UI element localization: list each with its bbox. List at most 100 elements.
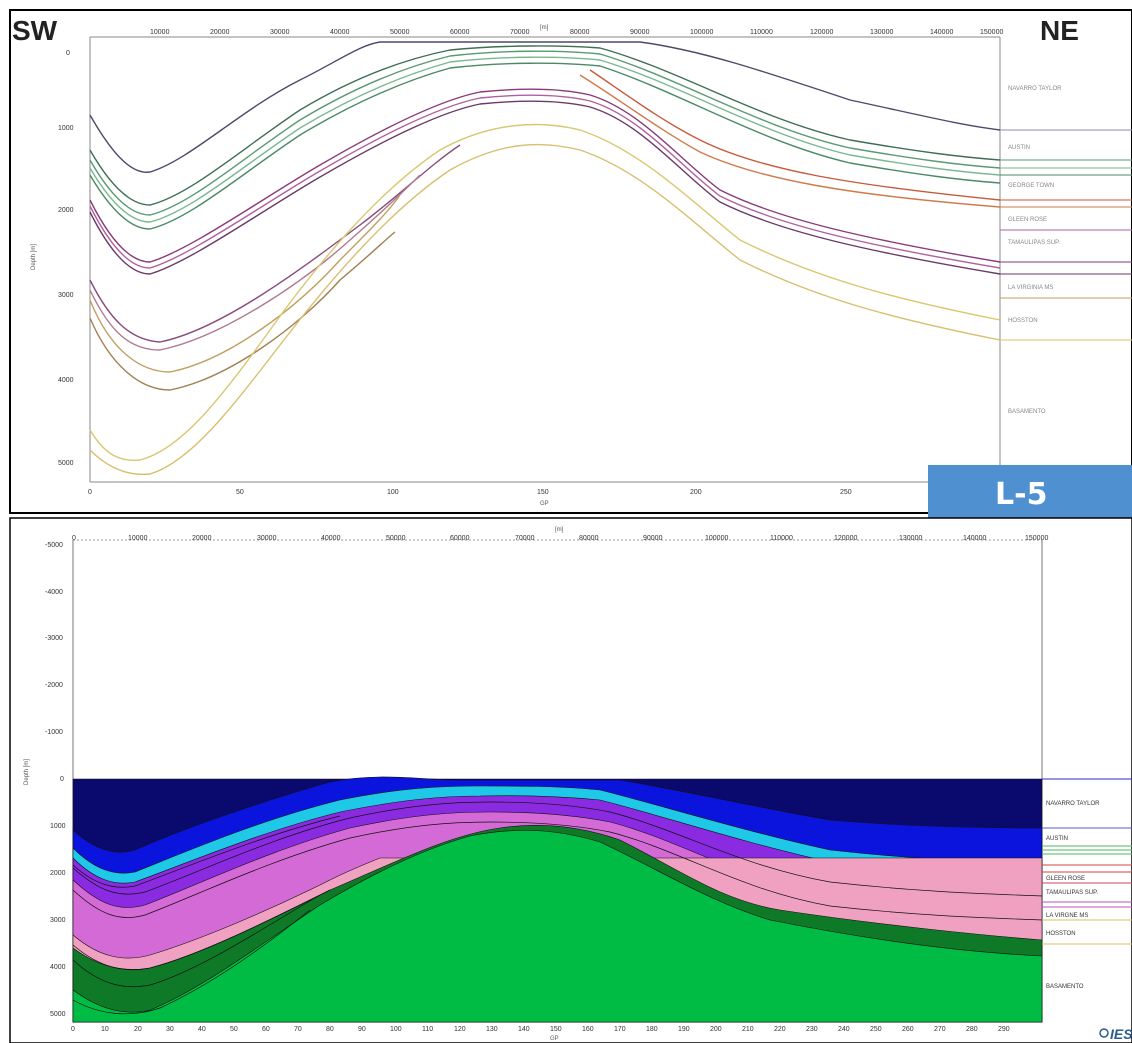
horizon-line <box>72 801 1043 897</box>
tick-label: 100 <box>390 1026 402 1033</box>
tick-label: 210 <box>742 1026 754 1033</box>
tick-label: 150000 <box>1025 535 1048 542</box>
tick-label: 90000 <box>630 29 650 36</box>
bottom-x-ticks-bottom: 0 10 20 30 40 50 60 70 80 90 100 110 120… <box>71 1026 1010 1033</box>
bottom-horizons <box>72 801 1043 1015</box>
tick-label: 10 <box>101 1026 109 1033</box>
bottom-cross-section: [m] Depth [m] GP -5000 <box>9 517 1132 1043</box>
formation-label: HOSSTON <box>1046 931 1076 937</box>
horizon-line <box>89 123 1001 462</box>
top-panel-frame <box>9 9 1132 514</box>
tick-label: 3000 <box>50 917 66 924</box>
bottom-x-unit: [m] <box>555 527 564 533</box>
tick-label: 2000 <box>50 870 66 877</box>
tick-label: 10000 <box>128 535 148 542</box>
tick-label: 270 <box>934 1026 946 1033</box>
bottom-x-axis-label: GP <box>550 1036 559 1042</box>
tick-label: 220 <box>774 1026 786 1033</box>
tick-label: 1000 <box>50 823 66 830</box>
tick-label: 240 <box>838 1026 850 1033</box>
formation-label: LA VIRGNE MS <box>1046 913 1088 919</box>
tick-label: 0 <box>71 1026 75 1033</box>
tick-label: -2000 <box>45 682 63 689</box>
horizon-line <box>89 56 1001 223</box>
top-y-axis-label: Depth [m] <box>31 244 37 270</box>
tick-label: 140 <box>518 1026 530 1033</box>
formation-label: GLEEN ROSE <box>1008 217 1047 223</box>
horizon-line <box>89 174 421 351</box>
tick-label: 60000 <box>450 535 470 542</box>
horizon-line <box>89 41 1001 173</box>
tick-label: 50 <box>236 489 244 496</box>
tick-label: -3000 <box>45 635 63 642</box>
bottom-formation-column: NAVARRO TAYLOR AUSTIN GLEEN ROSE TAMAULI… <box>1042 778 1132 990</box>
horizon-line <box>72 909 311 1015</box>
tick-label: 100 <box>387 489 399 496</box>
watermark-text: IES <box>1110 1026 1132 1042</box>
tick-label: 0 <box>88 489 92 496</box>
horizon-line <box>72 815 341 888</box>
formation-label: TAMAULIPAS SUP. <box>1008 240 1060 246</box>
horizon-line <box>89 45 1001 206</box>
tick-label: 20 <box>134 1026 142 1033</box>
horizon-line <box>89 62 1001 230</box>
formation-label: TAMAULIPAS SUP. <box>1046 890 1098 896</box>
formation-label: BASAMENTO <box>1008 409 1046 415</box>
tick-label: 230 <box>806 1026 818 1033</box>
tick-label: 30000 <box>270 29 290 36</box>
tick-label: -1000 <box>45 729 63 736</box>
tick-label: 180 <box>646 1026 658 1033</box>
formation-label: GEORGE TOWN <box>1008 183 1054 189</box>
tick-label: -4000 <box>45 589 63 596</box>
formation-label: AUSTIN <box>1008 145 1030 151</box>
tick-label: 200 <box>690 489 702 496</box>
tick-label: 1000 <box>58 125 74 132</box>
formation-label: NAVARRO TAYLOR <box>1008 86 1062 92</box>
tick-label: 260 <box>902 1026 914 1033</box>
tick-label: 40000 <box>330 29 350 36</box>
top-formation-column: NAVARRO TAYLOR AUSTIN GEORGE TOWN GLEEN … <box>1000 86 1132 415</box>
tick-label: 50000 <box>390 29 410 36</box>
formation-label: NAVARRO TAYLOR <box>1046 801 1100 807</box>
tick-label: 10000 <box>150 29 170 36</box>
horizon-line <box>579 74 1001 208</box>
tick-label: 250 <box>840 489 852 496</box>
tick-label: 110000 <box>750 29 773 36</box>
tick-label: 70000 <box>510 29 530 36</box>
tick-label: 150 <box>550 1026 562 1033</box>
tick-label: 0 <box>66 50 70 57</box>
tick-label: 190 <box>678 1026 690 1033</box>
bottom-y-ticks: -5000 -4000 -3000 -2000 -1000 0 1000 200… <box>45 542 66 1018</box>
tick-label: 130000 <box>899 535 922 542</box>
tick-label: 40000 <box>321 535 341 542</box>
tick-label: 70 <box>294 1026 302 1033</box>
tick-label: 0 <box>60 776 64 783</box>
tick-label: 120 <box>454 1026 466 1033</box>
tick-label: 110000 <box>770 535 793 542</box>
horizon-line <box>89 88 1001 263</box>
tick-label: 150 <box>537 489 549 496</box>
tick-label: 30000 <box>257 535 277 542</box>
tick-label: 280 <box>966 1026 978 1033</box>
section-badge: L-5 <box>928 465 1132 518</box>
tick-label: 110 <box>422 1026 433 1033</box>
tick-label: 160 <box>582 1026 594 1033</box>
tick-label: 40 <box>198 1026 206 1033</box>
badge-box <box>928 465 1132 518</box>
horizon-line <box>89 194 401 373</box>
tick-label: 140000 <box>963 535 986 542</box>
horizon-line <box>72 889 331 971</box>
tick-label: 20000 <box>192 535 212 542</box>
tick-label: 80000 <box>570 29 590 36</box>
tick-label: 120000 <box>810 29 833 36</box>
tick-label: 170 <box>614 1026 626 1033</box>
bottom-y-axis-label: Depth [m] <box>24 759 30 785</box>
ies-watermark: IES <box>1099 1026 1132 1042</box>
tick-label: 2000 <box>58 207 74 214</box>
tick-label: 60000 <box>450 29 470 36</box>
top-horizons <box>89 41 1001 476</box>
bottom-x-ticks-top: 0 10000 20000 30000 40000 50000 60000 70… <box>72 535 1048 542</box>
top-x-ticks-bottom: 0 50 100 150 200 250 <box>88 489 852 496</box>
tick-label: 90 <box>358 1026 366 1033</box>
